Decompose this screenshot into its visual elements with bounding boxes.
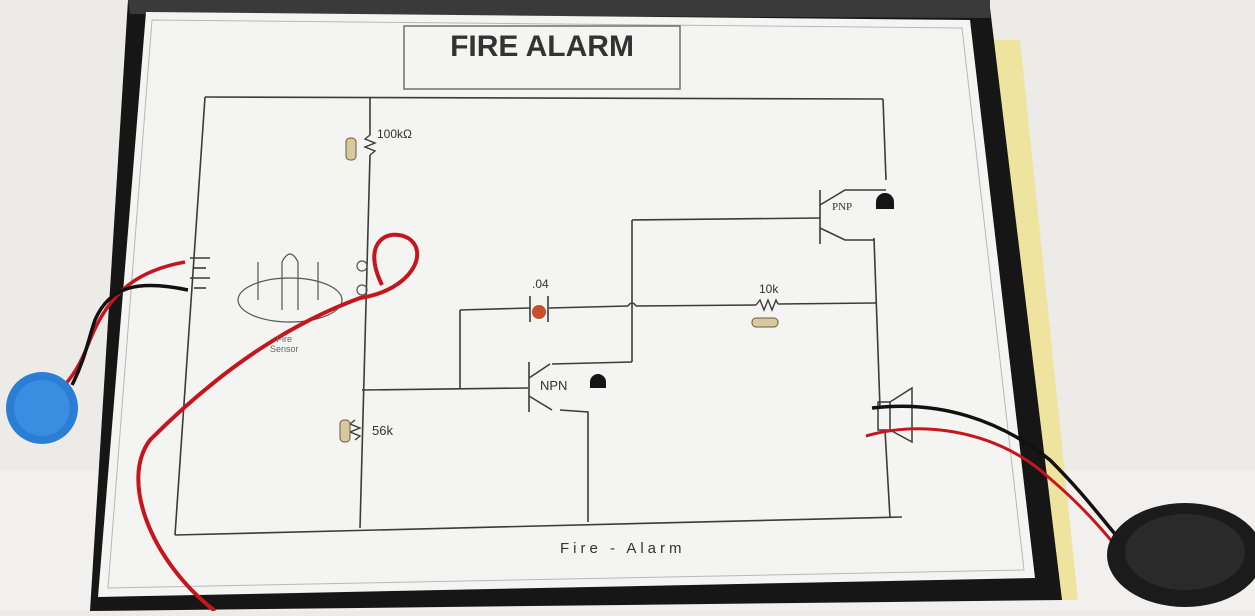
red-speaker-wire: [865, 427, 1117, 546]
label-100k: 100kΩ: [377, 127, 412, 141]
footer-label: Fire - Alarm: [560, 540, 686, 557]
resistor-symbols: [348, 134, 779, 441]
label-fire-sensor: Fire Sensor: [270, 334, 299, 354]
speaker-cone: [1125, 514, 1245, 590]
fire-sensor-symbol: [237, 253, 368, 323]
label-npn: NPN: [540, 378, 568, 393]
paper-sheet: [98, 12, 1035, 597]
paper-border: [107, 19, 1025, 589]
label-cap: .04: [532, 277, 549, 291]
npn-transistor-part: [590, 374, 606, 388]
frame-top-edge: [128, 0, 990, 18]
red-battery-wire: [58, 260, 186, 392]
label-10k: 10k: [759, 282, 779, 296]
resistor-56k-part: [339, 419, 351, 443]
title-box: [403, 25, 681, 90]
circuit-wires: [174, 96, 903, 536]
speaker-symbol: [877, 386, 913, 444]
capacitor-part: [532, 305, 546, 319]
resistor-100k-part: [345, 137, 357, 161]
board-title: FIRE ALARM: [450, 30, 634, 63]
red-sensor-wire: [136, 232, 420, 613]
pnp-transistor-part: [876, 193, 894, 209]
black-battery-wire: [70, 283, 189, 386]
resistor-10k-part: [751, 317, 779, 328]
black-speaker-wire: [871, 404, 1122, 542]
label-pnp: PNP: [832, 201, 853, 213]
label-56k: 56k: [372, 423, 393, 438]
coin-battery-face: [14, 380, 70, 436]
